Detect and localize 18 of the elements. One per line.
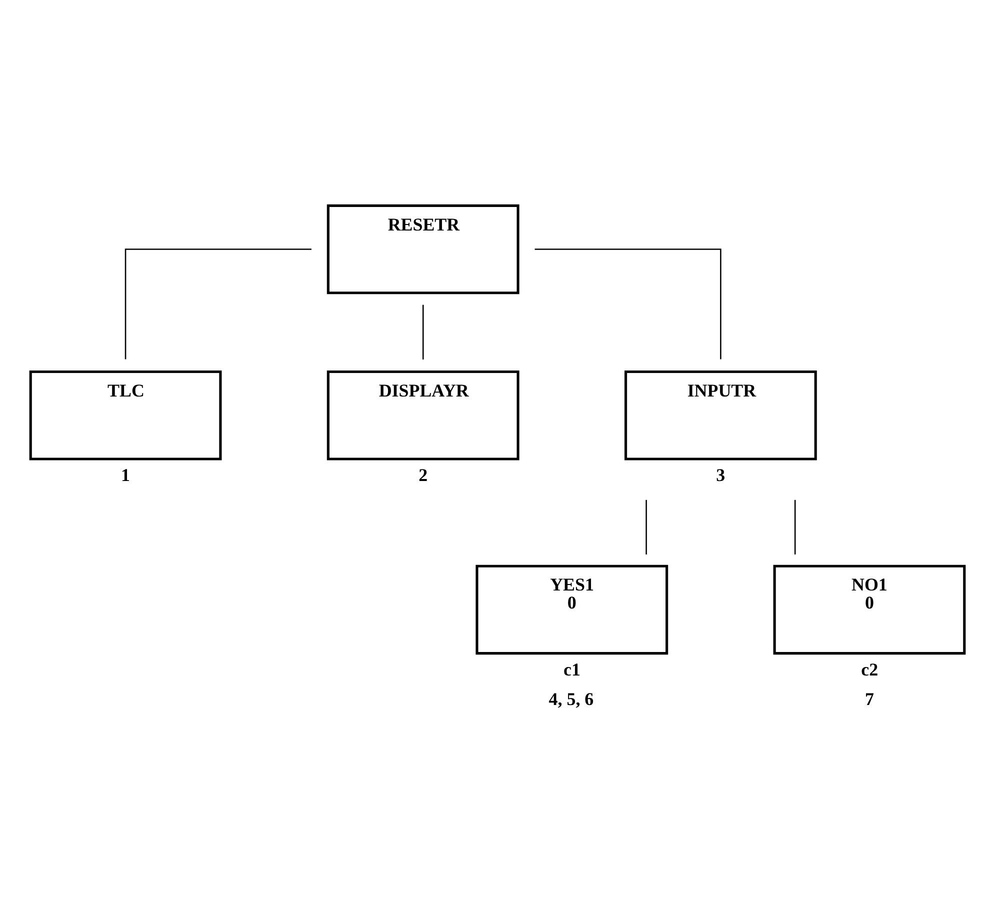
node-box: RESETR — [326, 204, 520, 294]
connector — [124, 248, 312, 360]
node-box: YES1 0 — [476, 564, 668, 655]
node-box: INPUTR — [624, 370, 817, 460]
node-box: TLC — [29, 370, 222, 460]
connector — [534, 248, 722, 360]
connector — [794, 500, 796, 554]
node-label: 1 — [121, 465, 130, 486]
node-box: NO1 0 — [773, 564, 966, 655]
connector — [422, 304, 424, 360]
node-label: c1 — [564, 659, 580, 680]
node-label: 4, 5, 6 — [548, 688, 594, 709]
node-label: 3 — [716, 465, 726, 486]
connector — [646, 500, 647, 554]
node-label: 7 — [864, 688, 874, 709]
node-box: DISPLAYR — [326, 370, 520, 460]
node-label: 2 — [418, 465, 428, 486]
node-label: c2 — [861, 659, 878, 680]
